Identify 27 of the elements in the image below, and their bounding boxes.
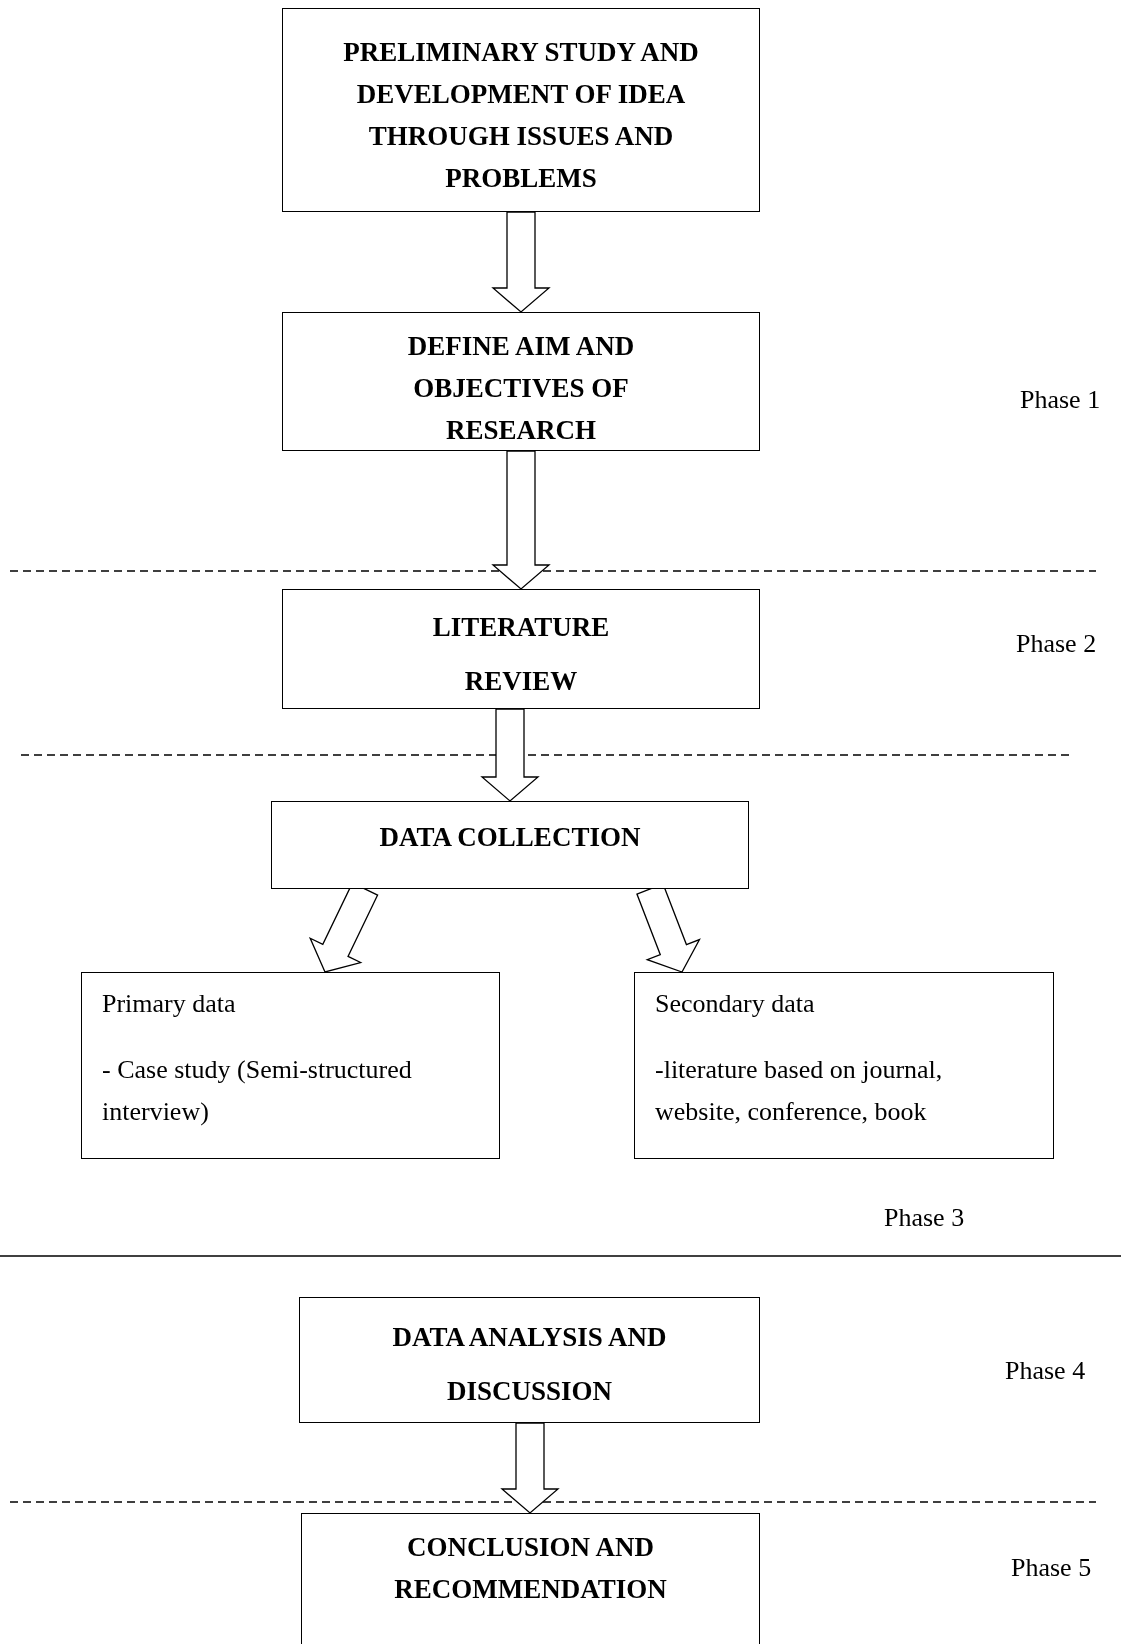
box-title: DATA COLLECTION: [379, 821, 641, 854]
process-box: [282, 8, 760, 212]
process-box: [271, 801, 749, 889]
phase-label: Phase 2: [1016, 629, 1097, 659]
process-box: [282, 312, 760, 451]
block-arrow: [500, 1422, 560, 1514]
process-box: [299, 1297, 760, 1423]
box-title: DEFINE AIM AND OBJECTIVES OF RESEARCH: [406, 330, 636, 447]
process-box: [81, 972, 500, 1159]
process-box: [634, 972, 1054, 1159]
phase-label: Phase 5: [1011, 1553, 1092, 1583]
phase-label: Phase 3: [884, 1203, 965, 1233]
box-title: DATA ANALYSIS AND DISCUSSION: [391, 1321, 668, 1408]
box-heading: Primary data: [102, 988, 237, 1020]
box-title: PRELIMINARY STUDY AND DEVELOPMENT OF IDEA THROUGH ISSUES AND PROBLEMS: [342, 36, 700, 195]
box-description: -literature based on journal, website, conference, book: [655, 1054, 944, 1128]
box-description: - Case study (Semi-structured interview): [102, 1054, 413, 1128]
box-title: LITERATURE REVIEW: [431, 611, 611, 698]
process-box: [282, 589, 760, 709]
box-heading: Secondary data: [655, 988, 816, 1020]
phase-label: Phase 1: [1020, 385, 1101, 415]
block-arrow: [491, 450, 551, 590]
block-arrow: [491, 211, 551, 313]
phase-label: Phase 4: [1005, 1356, 1086, 1386]
process-box: [301, 1513, 760, 1644]
block-arrow: [480, 708, 540, 802]
box-title: CONCLUSION AND RECOMMENDATION: [393, 1531, 668, 1606]
